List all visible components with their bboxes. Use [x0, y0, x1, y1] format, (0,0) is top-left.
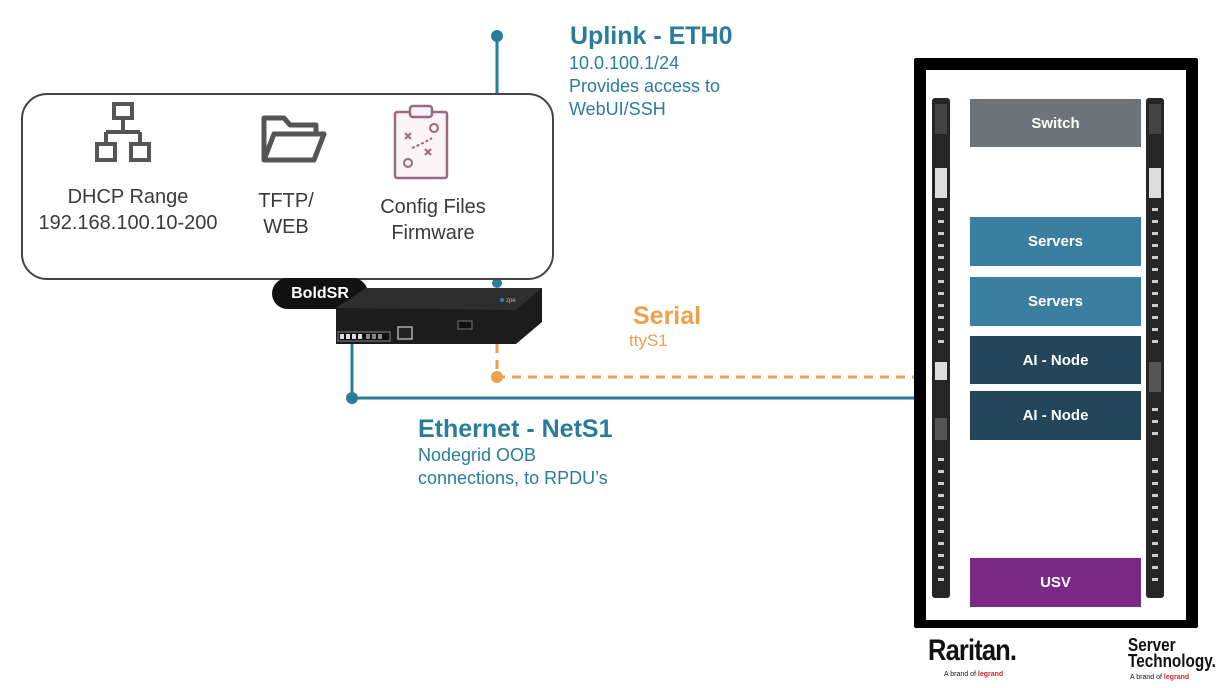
ethernet-desc: Nodegrid OOB connections, to RPDU’s: [418, 444, 608, 490]
rack-slot-switch: Switch: [970, 99, 1141, 147]
config-label-line2: Firmware: [391, 222, 475, 244]
box-device-dot: [492, 278, 502, 288]
tftp-label-line2: WEB: [263, 216, 309, 238]
ethernet-title: Ethernet - NetS1: [418, 415, 613, 443]
ethernet-dot-start: [346, 392, 358, 404]
serial-port: ttyS1: [629, 331, 668, 350]
serial-line: [495, 344, 938, 379]
uplink-desc: 10.0.100.1/24 Provides access to WebUI/S…: [569, 52, 720, 121]
serial-title: Serial: [633, 302, 702, 330]
server-tech-sub-text: A brand of: [1130, 674, 1162, 681]
dhcp-label-line2: 192.168.100.10-200: [38, 212, 218, 234]
config-label: Config Files Firmware: [360, 194, 506, 246]
tftp-label: TFTP/ WEB: [238, 188, 334, 240]
rack-slot-servers-2: Servers: [970, 277, 1141, 326]
rack-slot-ai-node-2: AI - Node: [970, 391, 1141, 440]
pdu-left: [932, 98, 950, 598]
uplink-title: Uplink - ETH0: [570, 22, 733, 50]
tftp-label-line1: TFTP/: [258, 190, 314, 212]
raritan-logo: Raritan.: [928, 634, 1017, 667]
pdu-right: [1146, 98, 1164, 598]
server-tech-legrand: legrand: [1163, 674, 1190, 681]
device-logo: zpe: [506, 298, 516, 304]
uplink-desc-line2: WebUI/SSH: [569, 99, 666, 119]
ethernet-line: [350, 344, 940, 400]
uplink-ip: 10.0.100.1/24: [569, 53, 680, 73]
server-technology-logo: Server Technology.: [1128, 635, 1216, 671]
server-tech-line1: Server: [1128, 635, 1176, 655]
uplink-desc-line1: Provides access to: [569, 76, 721, 96]
raritan-legrand: legrand: [977, 671, 1004, 678]
rack-slot-servers-1: Servers: [970, 217, 1141, 266]
ethernet-desc-line1: Nodegrid OOB: [418, 445, 537, 465]
folder-icon: [261, 115, 327, 163]
serial-dot-start: [491, 371, 503, 383]
server-tech-line2: Technology.: [1128, 651, 1216, 671]
raritan-sub-text: A brand of: [944, 671, 976, 678]
server-tech-sub: A brand of legrand: [1130, 674, 1189, 681]
config-label-line1: Config Files: [380, 196, 486, 218]
clipboard-icon: [393, 104, 449, 180]
ethernet-desc-line2: connections, to RPDU’s: [418, 468, 608, 488]
dhcp-label-line1: DHCP Range: [67, 186, 189, 208]
boldsr-device: zpe: [336, 288, 542, 344]
network-icon: [95, 102, 151, 162]
rack-slot-ai-node-1: AI - Node: [970, 336, 1141, 384]
raritan-sub: A brand of legrand: [944, 671, 1003, 678]
rack-slot-usv: USV: [970, 558, 1141, 607]
uplink-dot: [491, 30, 503, 42]
dhcp-label: DHCP Range 192.168.100.10-200: [30, 184, 226, 236]
